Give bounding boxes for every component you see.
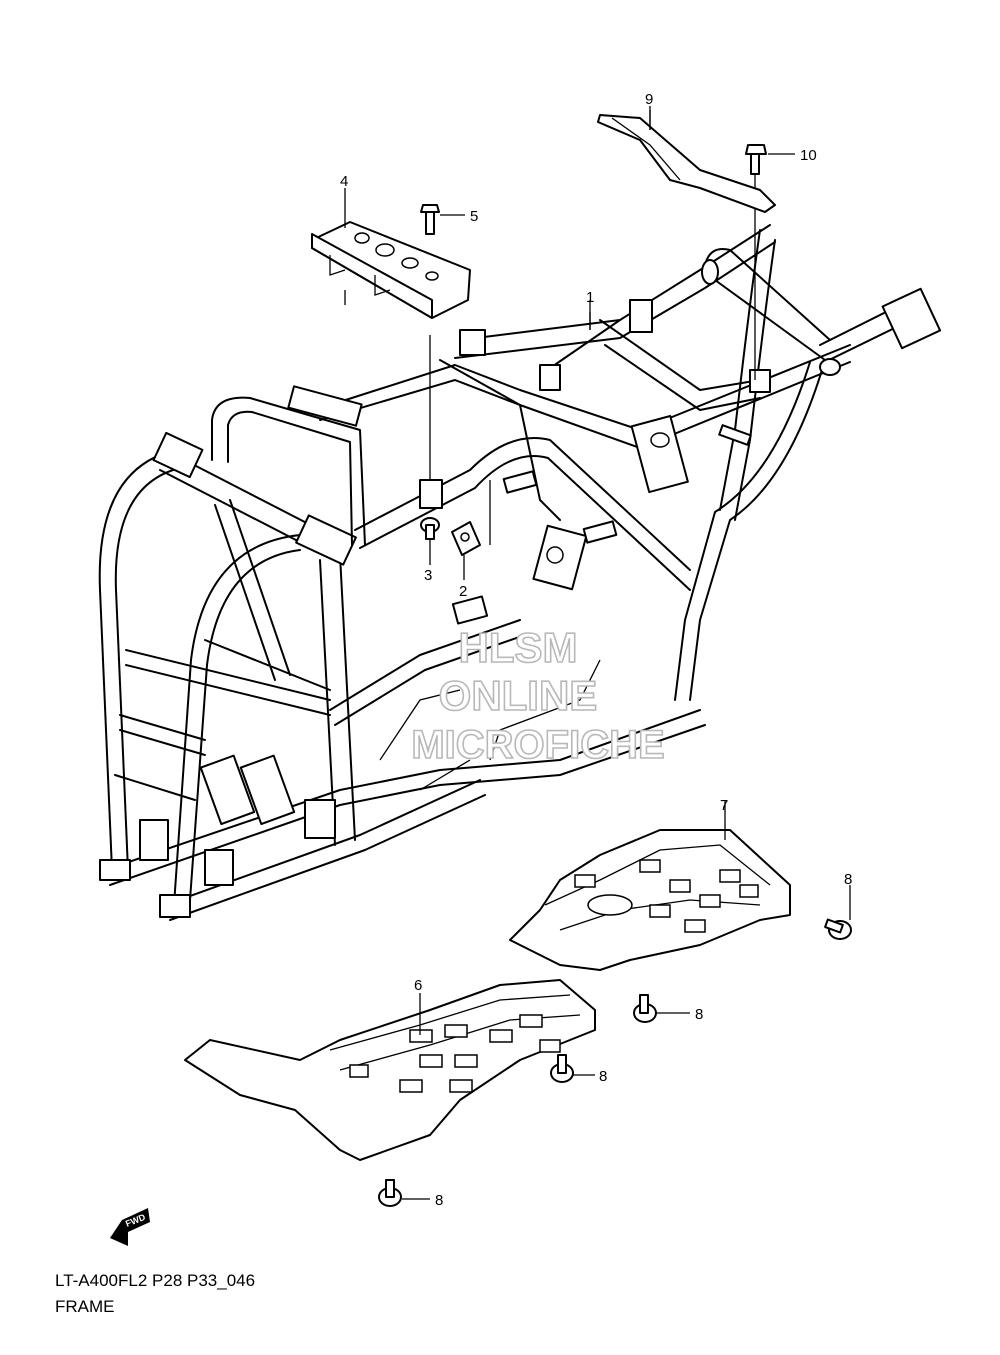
part-6-skid-plate bbox=[184, 979, 596, 1161]
callout-5: 5 bbox=[470, 208, 478, 225]
callout-8-mid: 8 bbox=[695, 1006, 703, 1023]
callout-8-lower: 8 bbox=[599, 1068, 607, 1085]
diagram-title: FRAME bbox=[55, 1297, 115, 1316]
bolt-8-right bbox=[824, 918, 852, 940]
part-4-bracket bbox=[311, 221, 471, 319]
callout-1: 1 bbox=[586, 289, 594, 306]
leader-lines bbox=[344, 106, 851, 1200]
bolt-8-lower bbox=[550, 1054, 574, 1083]
watermark: HLSM ONLINE MICROFICHE bbox=[411, 623, 666, 768]
callout-labels: 1 2 3 4 5 6 7 8 8 8 8 9 10 bbox=[340, 91, 852, 1209]
callout-10: 10 bbox=[800, 147, 817, 164]
callout-4: 4 bbox=[340, 173, 348, 190]
watermark-line-1: HLSM bbox=[459, 624, 578, 671]
callout-7: 7 bbox=[720, 797, 728, 814]
bolt-10 bbox=[745, 144, 767, 175]
fwd-arrow-icon: FWD bbox=[110, 1208, 150, 1246]
callout-3: 3 bbox=[424, 567, 432, 584]
diagram-code: LT-A400FL2 P28 P33_046 bbox=[55, 1271, 256, 1290]
callout-6: 6 bbox=[414, 977, 422, 994]
callout-8-bottom: 8 bbox=[435, 1192, 443, 1209]
callout-9: 9 bbox=[645, 91, 653, 108]
part-7-skid-plate bbox=[509, 829, 791, 971]
bracket-2 bbox=[451, 521, 481, 556]
frame-assembly bbox=[98, 170, 942, 921]
callout-2: 2 bbox=[459, 583, 467, 600]
bolt-5 bbox=[420, 204, 440, 235]
watermark-line-2: ONLINE bbox=[439, 672, 598, 719]
bolt-8-bottom bbox=[378, 1179, 402, 1207]
watermark-line-3: MICROFICHE bbox=[411, 723, 664, 767]
callout-8-right: 8 bbox=[844, 871, 852, 888]
part-9-plate bbox=[597, 110, 776, 213]
bolt-3 bbox=[420, 517, 440, 540]
bolt-8-mid bbox=[633, 994, 657, 1023]
